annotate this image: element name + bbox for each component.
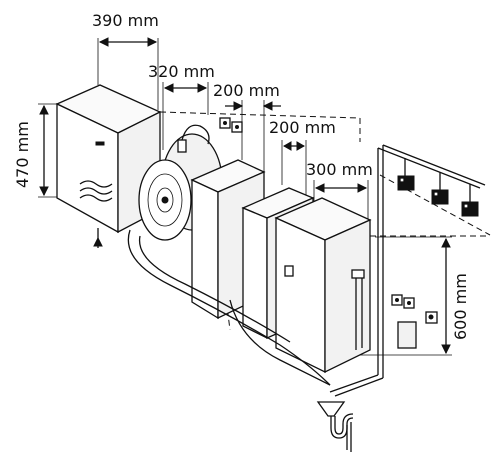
dimension-300mm: 300 mm — [306, 160, 373, 236]
label-200mm-second: 200 mm — [269, 118, 336, 137]
wall-boiler-unit — [55, 84, 162, 248]
label-390mm: 390 mm — [92, 11, 159, 30]
controller-box — [397, 321, 417, 349]
main-cabinet-unit — [274, 197, 372, 374]
dimension-390mm: 390 mm — [92, 11, 159, 110]
dimension-200mm-first: 200 mm — [213, 81, 281, 175]
inlet-arrow-icon — [93, 236, 103, 247]
label-320mm: 320 mm — [148, 62, 215, 81]
dimension-200mm-second: 200 mm — [269, 118, 336, 195]
label-200mm-first: 200 mm — [213, 81, 280, 100]
wall-sockets — [391, 294, 438, 349]
valve-icon — [461, 201, 479, 217]
pipe-manifold — [329, 144, 486, 397]
drain-funnel — [316, 401, 354, 452]
valve-icon — [431, 189, 449, 205]
label-600mm: 600 mm — [451, 273, 470, 340]
connecting-hoses — [127, 229, 331, 386]
dimension-320mm: 320 mm — [148, 62, 215, 150]
dimension-600mm: 600 mm — [355, 236, 470, 356]
label-300mm: 300 mm — [306, 160, 373, 179]
valve-icon — [397, 175, 415, 191]
label-470mm: 470 mm — [13, 121, 32, 188]
dimension-470mm: 470 mm — [13, 103, 58, 198]
